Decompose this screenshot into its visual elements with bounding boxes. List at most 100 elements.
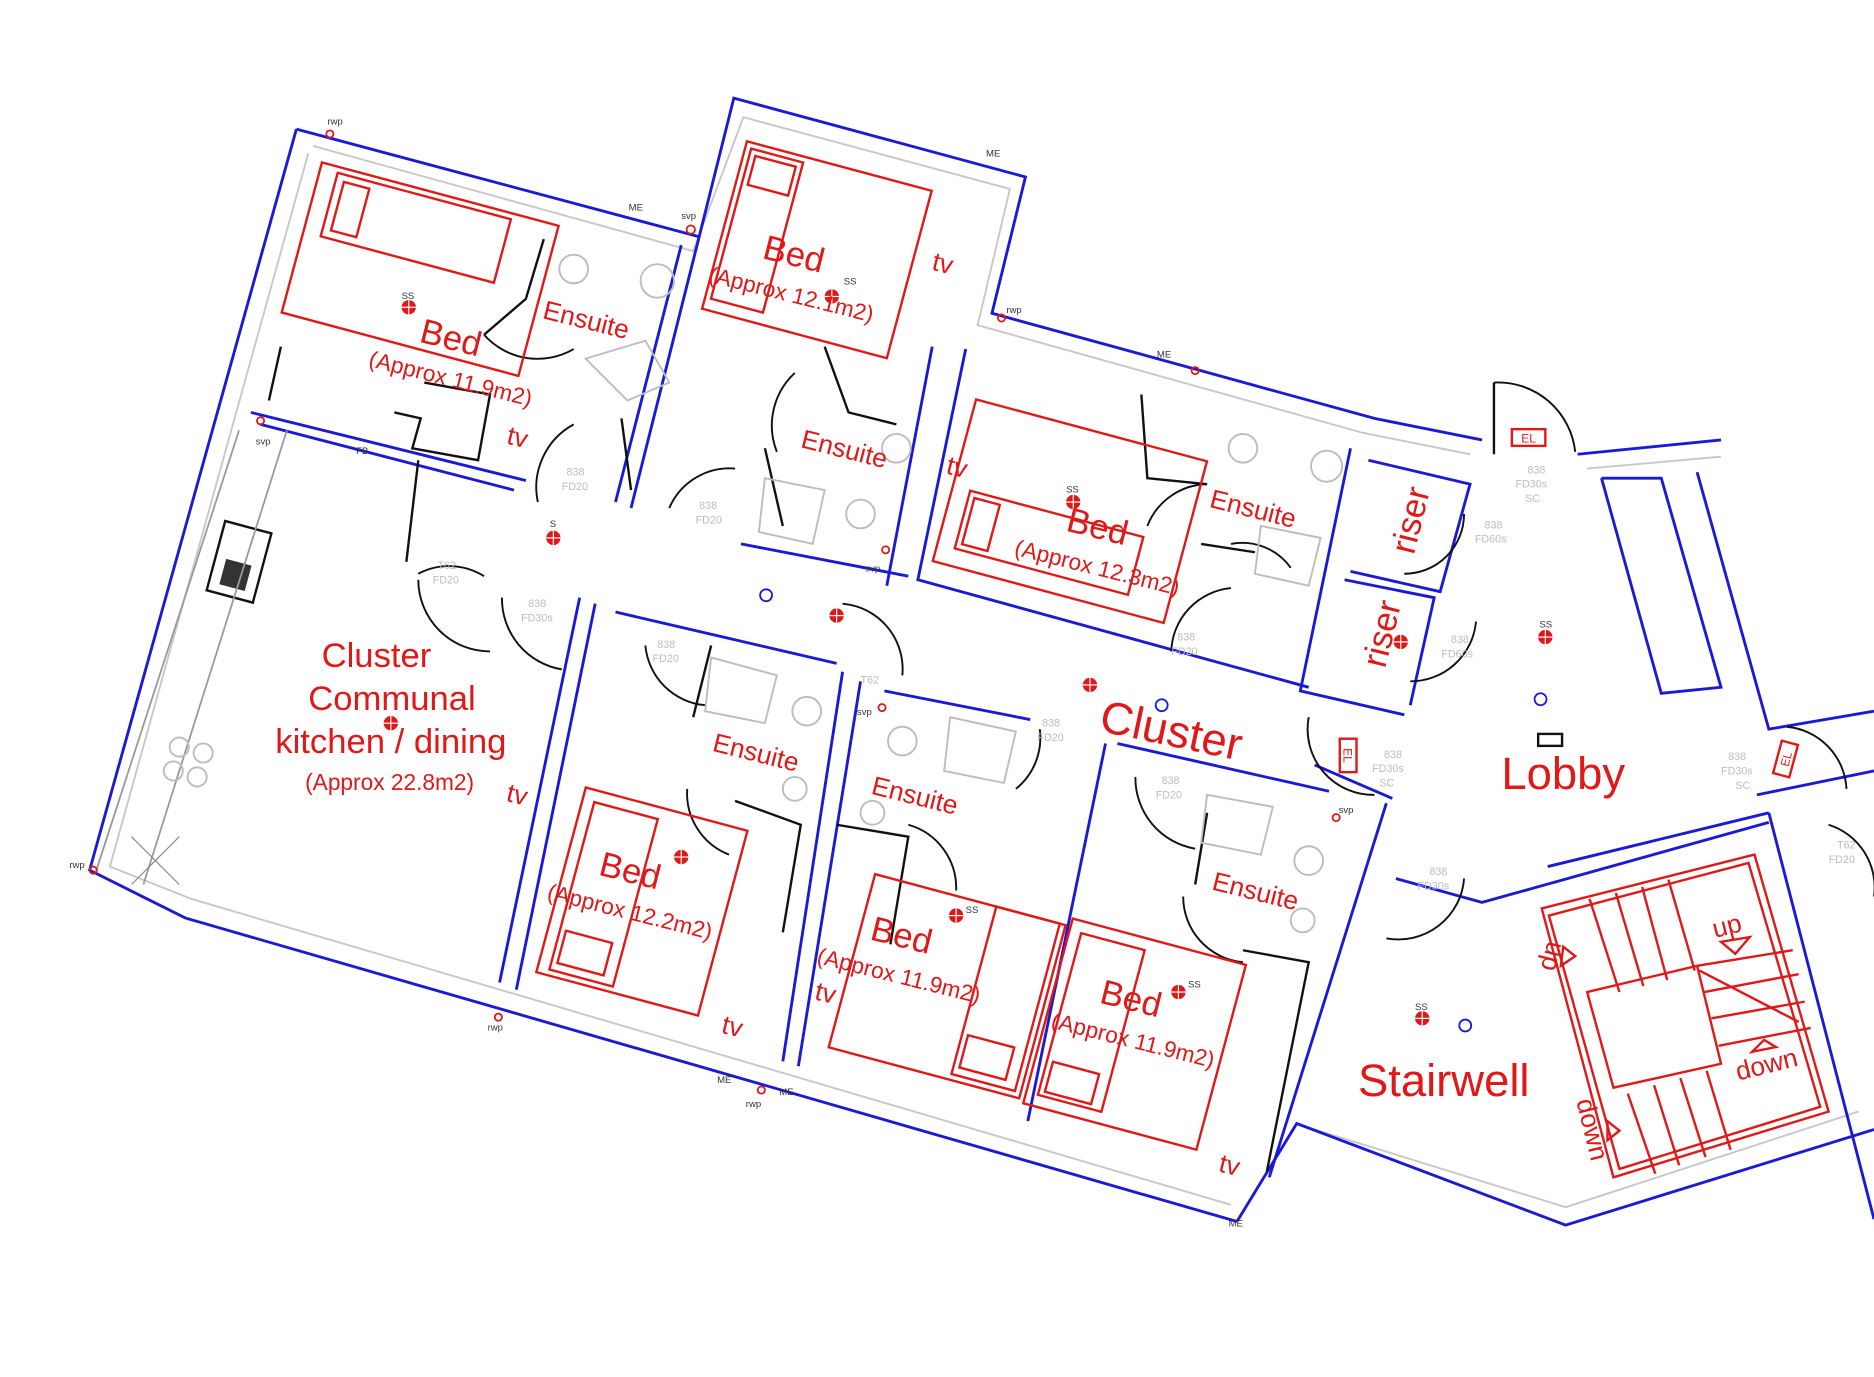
- detectors: [88, 129, 1553, 1095]
- room-name: Bed: [416, 313, 485, 365]
- svp-label: svp: [681, 211, 696, 222]
- door-code: 838: [657, 639, 675, 651]
- lobby-panel: [1536, 732, 1564, 748]
- door-rating: SC: [1525, 493, 1540, 505]
- room-bed-6: Bed (Approx 11.9m2): [1049, 973, 1218, 1072]
- me-label: ME: [779, 1087, 793, 1098]
- door-rating: FD30s: [1515, 479, 1547, 491]
- pipe-icon: [997, 313, 1007, 323]
- sounder-icon: [1533, 692, 1548, 707]
- bed-4-furniture: [534, 786, 749, 1017]
- ss-label: SS: [1539, 620, 1552, 631]
- s-label: S: [550, 519, 556, 530]
- smoke-detector-icon: [1066, 494, 1081, 510]
- room-lobby: Lobby: [1501, 748, 1625, 799]
- door-rating: FD20: [433, 574, 459, 586]
- svp-label: svp: [857, 707, 872, 718]
- door-code: 838: [699, 500, 717, 512]
- room-name: Bed: [867, 910, 936, 962]
- room-name: Bed: [1096, 973, 1165, 1025]
- ss-label: SS: [1415, 1002, 1428, 1013]
- pipe-icon: [88, 865, 98, 875]
- ss-label: SS: [1188, 979, 1201, 990]
- me-label: ME: [717, 1075, 731, 1086]
- bed-5-furniture: [827, 872, 1068, 1100]
- door-rating: FD60s: [1441, 648, 1473, 660]
- svp-label: svp: [256, 437, 271, 448]
- rwp-label: rwp: [1006, 305, 1021, 316]
- sounder-icon: [759, 588, 773, 603]
- kitchen-units: [94, 430, 288, 885]
- smoke-detector-icon: [401, 300, 416, 315]
- me-label: ME: [1229, 1218, 1243, 1229]
- door-rating: FD20: [562, 481, 588, 493]
- room-bed-4: Bed (Approx 12.2m2): [545, 846, 715, 945]
- smoke-detector-icon: [1415, 1011, 1430, 1026]
- door-rating: SC: [1735, 780, 1750, 792]
- walls: [87, 96, 1874, 1227]
- me-label: ME: [986, 149, 1000, 160]
- svp-label: svp: [1339, 805, 1354, 816]
- stair-treads: [1588, 879, 1811, 1175]
- kitchen-name-line3: kitchen / dining: [275, 723, 506, 761]
- room-name: Bed: [759, 229, 828, 281]
- tv-label: tv: [1216, 1148, 1244, 1182]
- door-code: 838: [528, 598, 546, 610]
- room-labels: Bed (Approx 11.9m2) tv Bed (Approx 12.1m…: [275, 229, 1800, 1182]
- door-rating: FD30s: [521, 613, 553, 625]
- room-ensuite-6: Ensuite: [1209, 866, 1301, 916]
- door-rating: FD30s: [1372, 763, 1404, 775]
- room-name: Bed: [1063, 501, 1132, 553]
- door-code: 838: [1042, 718, 1060, 730]
- furniture: [94, 139, 1564, 1152]
- tv-label: tv: [719, 1009, 747, 1043]
- door-rating: FD20: [1037, 732, 1063, 744]
- emergency-light-icons: EL EL EL: [1338, 427, 1800, 779]
- tv-label: tv: [504, 777, 532, 811]
- room-kitchen: Cluster Communal kitchen / dining (Appro…: [275, 637, 506, 795]
- room-ensuite-3: Ensuite: [1207, 484, 1299, 534]
- door-rating: FD60s: [1475, 534, 1507, 546]
- rwp-label: rwp: [488, 1022, 503, 1033]
- pipe-icon: [256, 416, 266, 426]
- door-rating: FD30s: [1721, 766, 1753, 778]
- door-code: 838: [1429, 866, 1447, 878]
- rwp-label: rwp: [746, 1099, 761, 1110]
- ss-label: SS: [966, 905, 979, 916]
- tv-label: tv: [929, 246, 957, 280]
- me-label: ME: [629, 202, 643, 213]
- kitchen-name-line1: Cluster: [322, 637, 432, 675]
- door-code: 838: [1384, 749, 1402, 761]
- ss-label: SS: [844, 277, 857, 288]
- pipe-icon: [1331, 813, 1341, 823]
- tv-label: tv: [812, 976, 840, 1010]
- door-rating: FD20: [1171, 646, 1197, 658]
- smoke-detector-icon: [674, 849, 689, 865]
- room-ensuite-4: Ensuite: [710, 727, 802, 777]
- room-riser-1: riser: [1385, 483, 1438, 558]
- door-rating: FD20: [653, 653, 679, 665]
- door-rating: FD20: [1156, 789, 1182, 801]
- sounder-icon: [1154, 698, 1169, 713]
- pipe-icon: [756, 1085, 766, 1095]
- smoke-detector-icon: [546, 530, 561, 546]
- door-code: 838: [1527, 464, 1545, 476]
- smoke-detector-icon: [1538, 629, 1553, 645]
- door-code: 838: [1162, 775, 1180, 787]
- door-rating: SC: [1379, 778, 1394, 790]
- pipe-icon: [877, 703, 887, 713]
- smoke-detector-icon: [1393, 634, 1408, 650]
- tv-label: tv: [944, 450, 972, 484]
- el-label: EL: [1521, 431, 1536, 445]
- me-label: ME: [1157, 349, 1171, 360]
- svp-label: svp: [865, 563, 880, 574]
- door-code: T62: [1837, 840, 1856, 852]
- smoke-detector-icon: [824, 289, 839, 304]
- room-ensuite-5: Ensuite: [869, 770, 961, 820]
- tv-label: tv: [504, 420, 532, 454]
- room-riser-2: riser: [1356, 596, 1409, 671]
- bed-1-furniture: [280, 160, 561, 378]
- door-ratings: 838 FD20 838 FD20 T62 FD20 838 FD30s 838…: [433, 464, 1856, 892]
- smoke-detector-icon: [829, 608, 844, 623]
- pipe-icon: [493, 1012, 503, 1022]
